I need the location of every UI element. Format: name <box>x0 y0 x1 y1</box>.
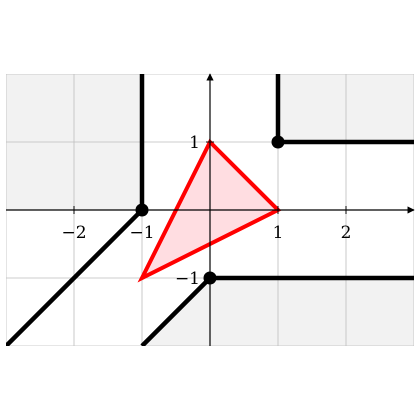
x-tick-label: 1 <box>273 223 284 243</box>
x-tick-label: −1 <box>129 223 154 243</box>
tick-labels: −2 −1 1 2 1 −1 <box>61 133 351 289</box>
x-tick-label: 2 <box>341 223 352 243</box>
x-tick-label: −2 <box>61 223 86 243</box>
y-tick-label: 1 <box>189 133 200 153</box>
vertex-dot <box>135 203 149 217</box>
vertex-dot <box>203 271 217 285</box>
vertex-dot <box>271 135 285 149</box>
vertices <box>135 135 285 285</box>
y-tick-label: −1 <box>175 269 200 289</box>
